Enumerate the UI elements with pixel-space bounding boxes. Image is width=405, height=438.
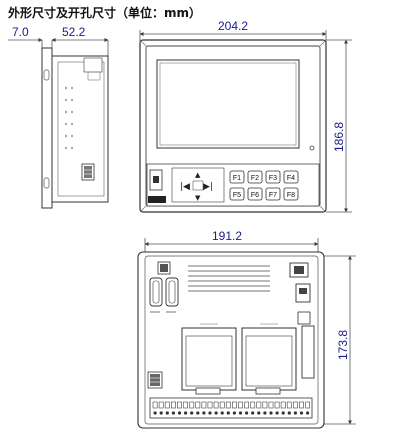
nav-left-icon: |◀ xyxy=(180,182,190,192)
rear-view: 191.2 173.8 xyxy=(137,229,356,429)
terminal-screw xyxy=(165,411,169,415)
function-key-f2: F2 xyxy=(247,170,263,184)
front-view: 204.2 186.8 ▲ ▼ |◀ ▶| xyxy=(139,19,352,213)
terminal-screw xyxy=(226,411,230,415)
screw-terminal xyxy=(195,401,201,409)
svg-text:F7: F7 xyxy=(269,192,277,199)
function-keys: F1 F2 F3 F4 F5 F6 xyxy=(229,170,299,201)
function-key-f4: F4 xyxy=(283,170,299,184)
terminal-screw xyxy=(287,411,291,415)
expansion-slot-right xyxy=(241,323,297,395)
terminal-screw xyxy=(159,411,163,415)
terminal-screw xyxy=(263,411,267,415)
side-view: 7.0 52.2 xyxy=(8,25,109,209)
terminal-screw xyxy=(184,411,188,415)
terminal-screw xyxy=(208,411,212,415)
screw-terminal xyxy=(164,401,170,409)
terminal-screw xyxy=(202,411,206,415)
screw-terminal xyxy=(250,401,256,409)
expansion-slot-left xyxy=(181,323,237,395)
screw-terminal xyxy=(213,401,219,409)
screw-terminal xyxy=(171,401,176,409)
side-depth-b-label: 52.2 xyxy=(62,25,86,39)
cutout-height-label: 173.8 xyxy=(336,330,350,360)
cutout-width-label: 191.2 xyxy=(212,229,242,243)
screw-terminal xyxy=(292,401,298,409)
terminal-screw xyxy=(251,411,255,415)
screw-terminal xyxy=(225,401,231,409)
screw-terminal xyxy=(219,401,225,409)
terminal-screw xyxy=(275,411,279,415)
terminal-screw xyxy=(171,411,175,415)
terminal-screw xyxy=(245,411,249,415)
screw-terminal xyxy=(305,401,310,409)
screw-terminal xyxy=(158,401,164,409)
screw-terminal xyxy=(201,401,207,409)
screw-terminal xyxy=(280,401,286,409)
terminal-screw xyxy=(190,411,194,415)
terminal-screw xyxy=(269,411,273,415)
svg-text:F3: F3 xyxy=(269,175,277,182)
function-key-f8: F8 xyxy=(283,187,299,201)
svg-text:F8: F8 xyxy=(287,192,295,199)
screw-terminal xyxy=(256,401,262,409)
svg-text:F4: F4 xyxy=(287,175,295,182)
screw-terminal xyxy=(232,401,237,409)
terminal-screw xyxy=(299,411,304,415)
function-key-f5: F5 xyxy=(229,187,245,201)
vent-slots xyxy=(188,265,270,292)
diagram-title: 外形尺寸及开孔尺寸（单位：mm） xyxy=(8,6,202,20)
serial-ports xyxy=(149,277,179,313)
screw-terminal xyxy=(183,401,188,409)
screw-terminal xyxy=(189,401,195,409)
brand-logo xyxy=(148,196,166,203)
front-width-label: 204.2 xyxy=(218,19,248,33)
screw-terminal xyxy=(177,401,182,409)
nav-down-icon: ▼ xyxy=(195,194,201,202)
svg-text:F5: F5 xyxy=(233,192,241,199)
terminal-screw xyxy=(220,411,224,415)
terminal-screw xyxy=(293,411,297,415)
terminal-screw xyxy=(214,411,218,415)
front-height-label: 186.8 xyxy=(332,122,346,152)
terminal-screw xyxy=(153,411,157,415)
screw-terminal xyxy=(238,401,243,409)
terminal-screw xyxy=(177,411,182,415)
screw-terminal xyxy=(286,401,292,409)
screw-terminal xyxy=(299,401,304,409)
screw-terminal xyxy=(268,401,274,409)
terminal-screw xyxy=(257,411,261,415)
terminal-screw xyxy=(281,411,285,415)
function-key-f6: F6 xyxy=(247,187,263,201)
screw-terminal xyxy=(207,401,213,409)
side-depth-a-label: 7.0 xyxy=(12,25,29,39)
screw-terminal xyxy=(262,401,268,409)
terminal-screw xyxy=(232,411,236,415)
terminal-screw xyxy=(238,411,243,415)
screw-terminal xyxy=(274,401,280,409)
function-key-f1: F1 xyxy=(229,170,245,184)
terminal-screw xyxy=(306,411,310,415)
svg-text:F6: F6 xyxy=(251,192,259,199)
svg-text:F2: F2 xyxy=(251,175,259,182)
screw-terminal xyxy=(244,401,249,409)
nav-right-icon: ▶| xyxy=(203,182,213,192)
terminal-screw xyxy=(196,411,200,415)
function-key-f7: F7 xyxy=(265,187,281,201)
nav-up-icon: ▲ xyxy=(195,171,201,179)
svg-text:F1: F1 xyxy=(233,175,241,182)
screw-terminal xyxy=(152,401,158,409)
function-key-f3: F3 xyxy=(265,170,281,184)
